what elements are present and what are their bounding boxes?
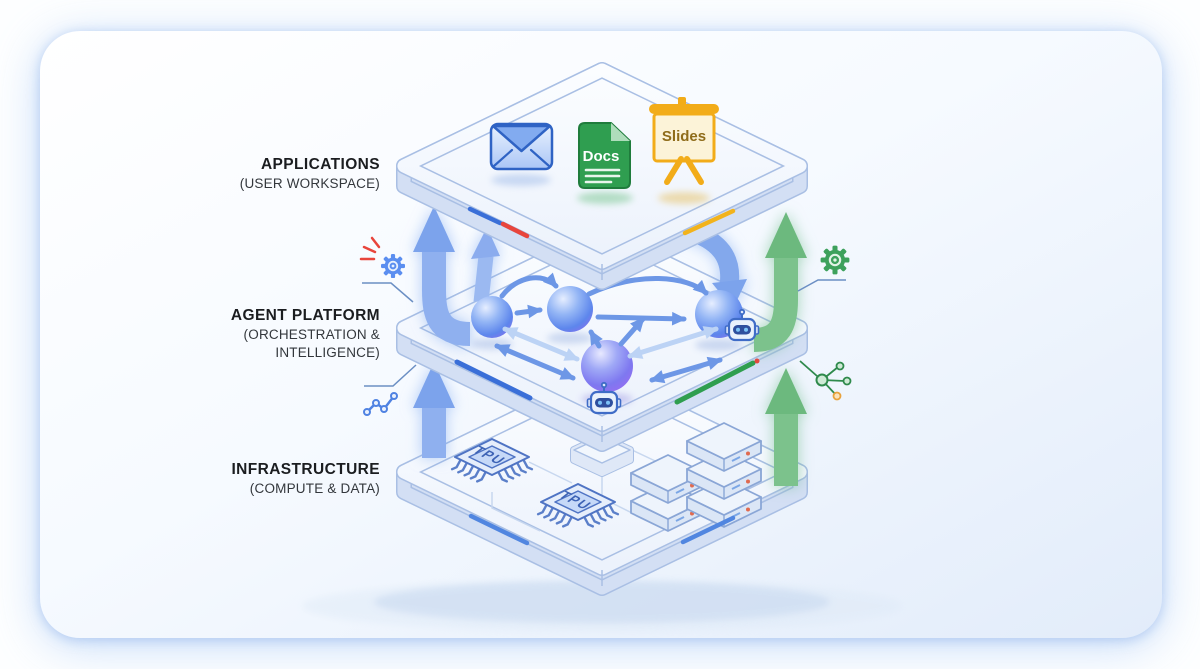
label-connector bbox=[797, 279, 846, 292]
network-branch-icon bbox=[799, 360, 852, 401]
label-connector bbox=[364, 364, 417, 387]
alert-gear-icon bbox=[381, 254, 405, 278]
agent-platform-subtitle-2: INTELLIGENCE) bbox=[275, 345, 380, 361]
edge-accent-red-dot bbox=[754, 358, 760, 364]
infrastructure-subtitle: (COMPUTE & DATA) bbox=[249, 481, 380, 497]
infrastructure-edge-accents bbox=[468, 513, 736, 546]
spark-icon bbox=[359, 236, 381, 261]
up-arrow-green bbox=[765, 368, 807, 486]
agent-sphere bbox=[547, 286, 593, 332]
agent-platform-label: AGENT PLATFORM (ORCHESTRATION & INTELLIG… bbox=[80, 306, 380, 362]
settings-gear-icon bbox=[820, 245, 850, 275]
app-icon-shadows bbox=[491, 174, 710, 204]
up-arrow-green bbox=[753, 212, 807, 352]
agent-sphere bbox=[471, 296, 513, 338]
line-chart-icon bbox=[363, 392, 398, 416]
agent-platform-title: AGENT PLATFORM bbox=[230, 307, 380, 324]
agent-platform-subtitle-1: (ORCHESTRATION & bbox=[243, 327, 380, 343]
docs-file-icon: Docs bbox=[578, 122, 631, 189]
edge-accent-blue bbox=[454, 359, 533, 401]
infrastructure-title: INFRASTRUCTURE bbox=[231, 461, 380, 478]
server-stack-icon bbox=[686, 422, 762, 528]
up-arrow-blue-small bbox=[471, 227, 500, 303]
agent-sphere bbox=[581, 340, 633, 392]
up-arrow-blue bbox=[413, 206, 471, 346]
ground-shadow bbox=[302, 580, 902, 632]
email-envelope-icon bbox=[489, 122, 554, 171]
label-connector bbox=[362, 282, 414, 303]
applications-label: APPLICATIONS (USER WORKSPACE) bbox=[80, 155, 380, 193]
docs-label: Docs bbox=[583, 148, 620, 165]
edge-accent-red bbox=[500, 221, 530, 239]
applications-title: APPLICATIONS bbox=[260, 156, 380, 173]
tpu-chip-icon: TPU bbox=[450, 437, 534, 483]
infrastructure-label: INFRASTRUCTURE (COMPUTE & DATA) bbox=[80, 460, 380, 498]
tpu-chip-icon: TPU bbox=[536, 482, 620, 528]
applications-subtitle: (USER WORKSPACE) bbox=[239, 176, 380, 192]
slides-label: Slides bbox=[662, 128, 706, 145]
slides-easel-icon: Slides bbox=[649, 97, 719, 185]
up-arrow-blue bbox=[413, 362, 455, 458]
edge-accent-yellow bbox=[682, 208, 736, 236]
edge-accent-blue bbox=[467, 206, 503, 226]
